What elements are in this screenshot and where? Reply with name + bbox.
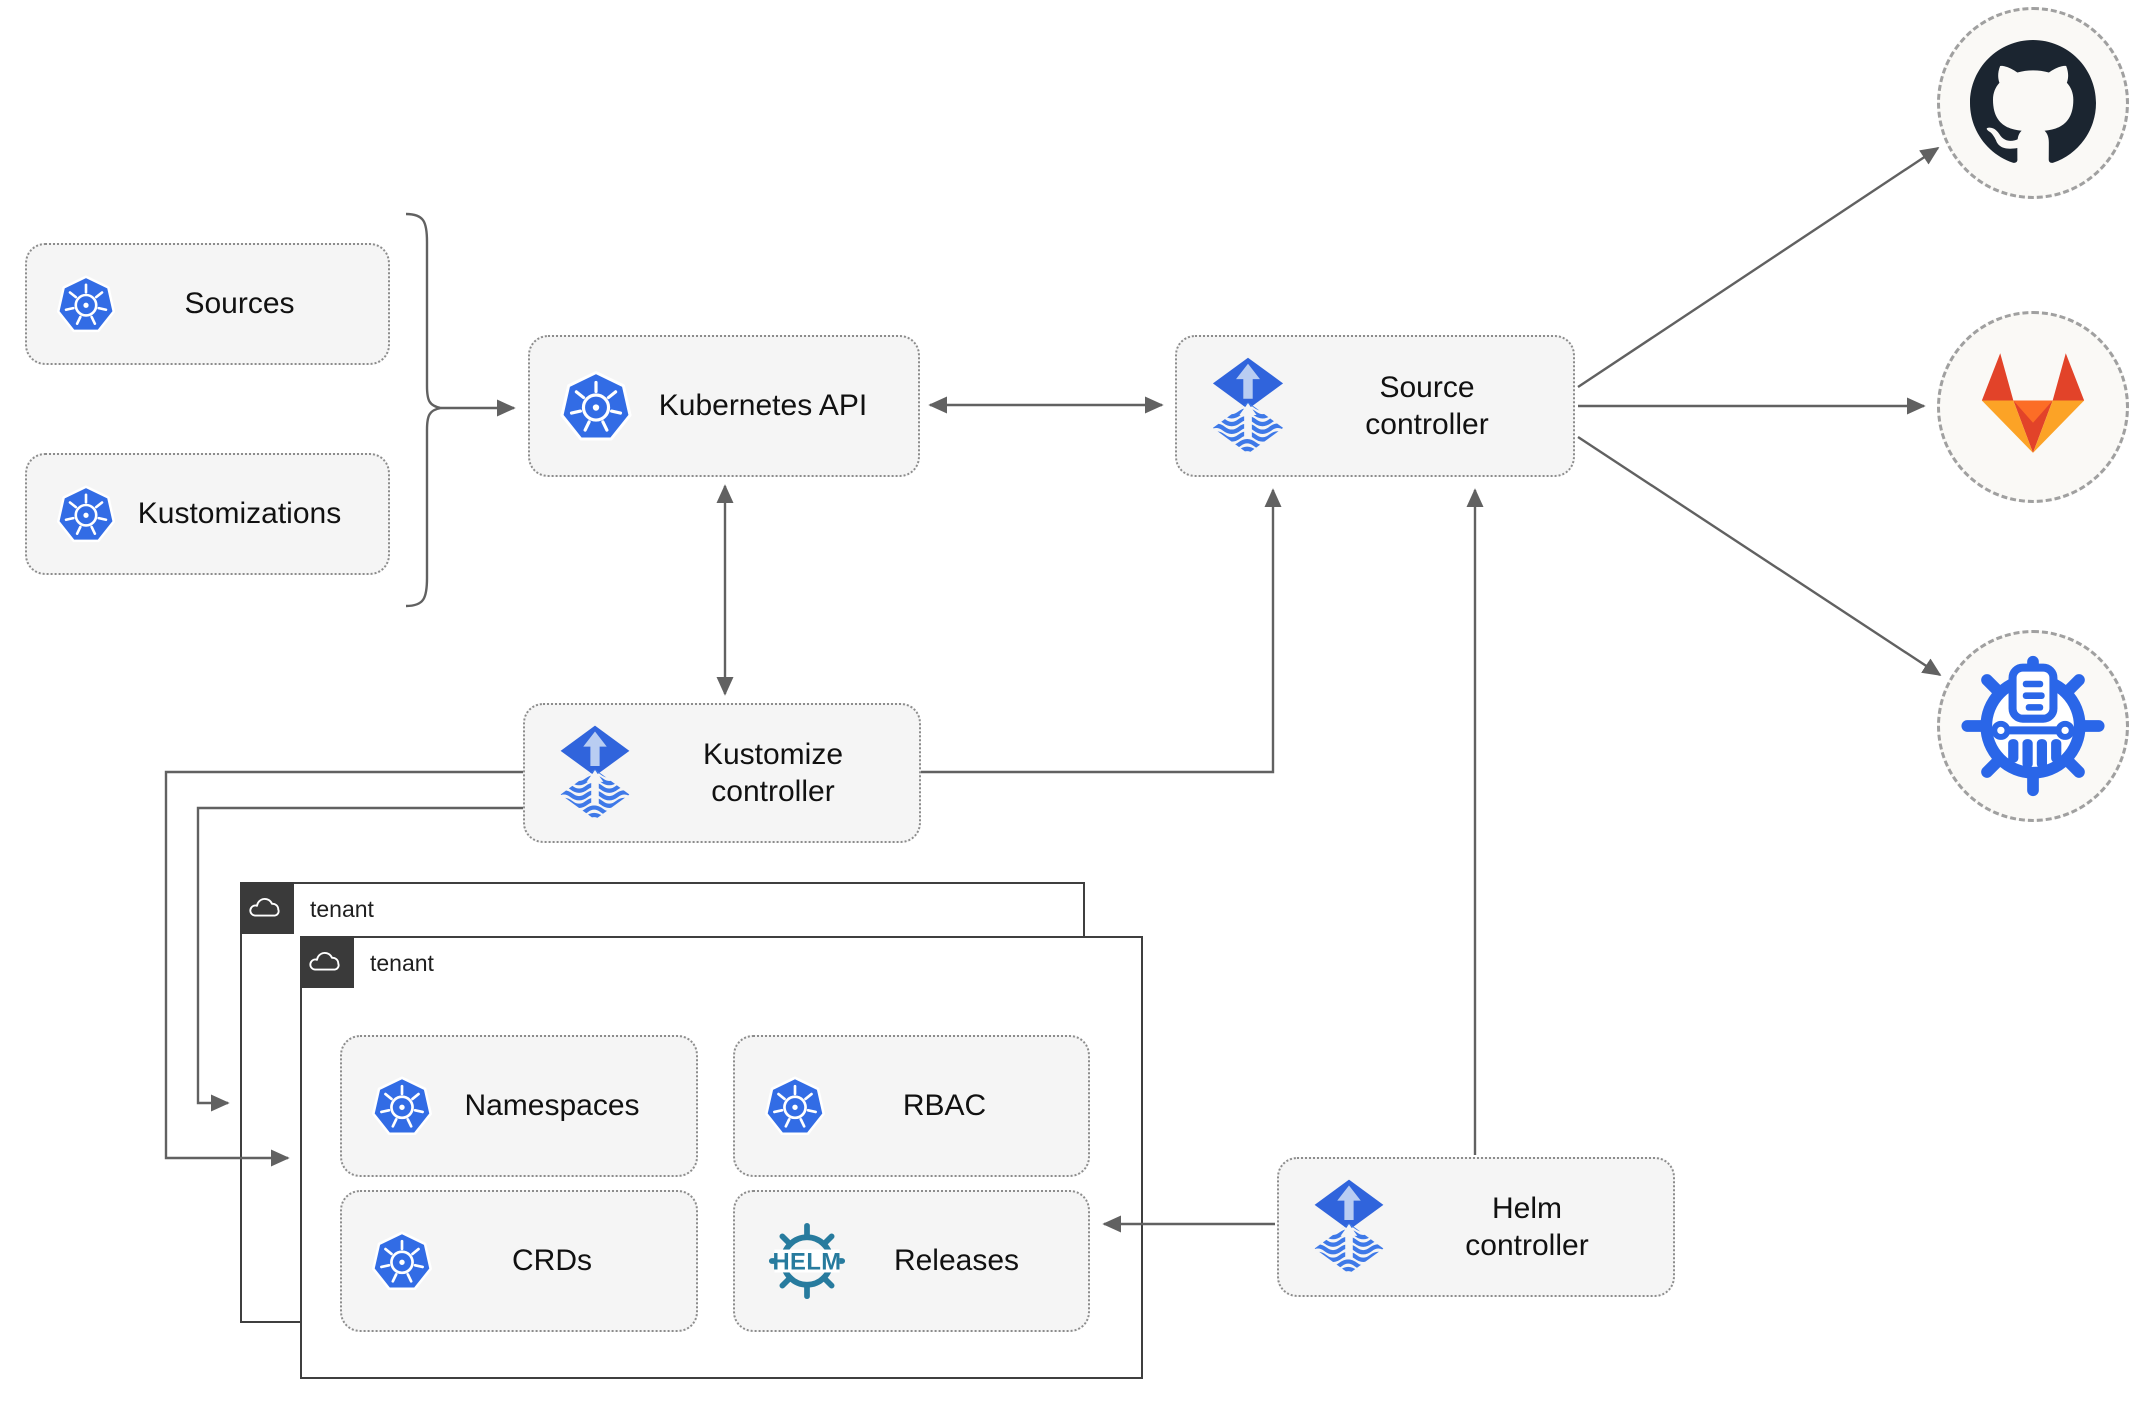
node-helm-controller: Helm controller xyxy=(1277,1157,1675,1297)
tenant-tab xyxy=(299,935,354,988)
node-source-controller: Source controller xyxy=(1175,335,1575,477)
flux-logo-icon xyxy=(1205,356,1291,457)
cloud-icon xyxy=(307,947,347,977)
node-releases: Releases xyxy=(733,1190,1090,1332)
kubernetes-logo-icon xyxy=(55,483,117,545)
node-kustomizations: Kustomizations xyxy=(25,453,390,575)
node-label: CRDs xyxy=(512,1244,592,1278)
cloud-icon xyxy=(247,893,287,923)
node-kubernetes-api: Kubernetes API xyxy=(528,335,920,477)
node-namespaces: Namespaces xyxy=(340,1035,698,1177)
node-rbac: RBAC xyxy=(733,1035,1090,1177)
node-label: Helm controller xyxy=(1465,1191,1589,1263)
gitlab-repository-circle xyxy=(1937,311,2129,503)
kubernetes-logo-icon xyxy=(763,1074,827,1138)
chart-repository-icon xyxy=(1961,655,2105,797)
flux-logo-icon xyxy=(553,724,637,823)
node-crds: CRDs xyxy=(340,1190,698,1332)
node-kustomize-controller: Kustomize controller xyxy=(523,703,921,843)
gitlab-icon xyxy=(1981,353,2085,453)
edge-kustomize-to-source xyxy=(921,488,1282,774)
group-brace xyxy=(405,212,442,608)
kubernetes-logo-icon xyxy=(370,1074,434,1138)
github-icon xyxy=(1970,40,2096,163)
tenant-tab xyxy=(239,881,294,934)
node-sources: Sources xyxy=(25,243,390,365)
edge-source-to-chart-repo xyxy=(1577,435,1942,677)
node-label: Kustomize controller xyxy=(702,737,844,809)
node-label: Releases xyxy=(893,1244,1020,1278)
tenant-label: tenant xyxy=(310,896,374,922)
github-repository-circle xyxy=(1937,7,2129,199)
tenant-label: tenant xyxy=(370,950,434,976)
helm-logo-icon xyxy=(763,1217,851,1305)
node-label: Source controller xyxy=(1365,370,1489,442)
node-label: Kubernetes API xyxy=(658,389,868,423)
flux-logo-icon xyxy=(1307,1178,1391,1277)
node-label: RBAC xyxy=(902,1089,987,1123)
chart-repository-circle xyxy=(1937,630,2129,822)
node-label: Kustomizations xyxy=(137,497,342,531)
node-label: Namespaces xyxy=(464,1089,640,1123)
kubernetes-logo-icon xyxy=(55,273,117,335)
kubernetes-logo-icon xyxy=(558,368,634,444)
node-label: Sources xyxy=(184,287,295,321)
edge-source-to-github xyxy=(1577,147,1940,388)
kubernetes-logo-icon xyxy=(370,1229,434,1293)
